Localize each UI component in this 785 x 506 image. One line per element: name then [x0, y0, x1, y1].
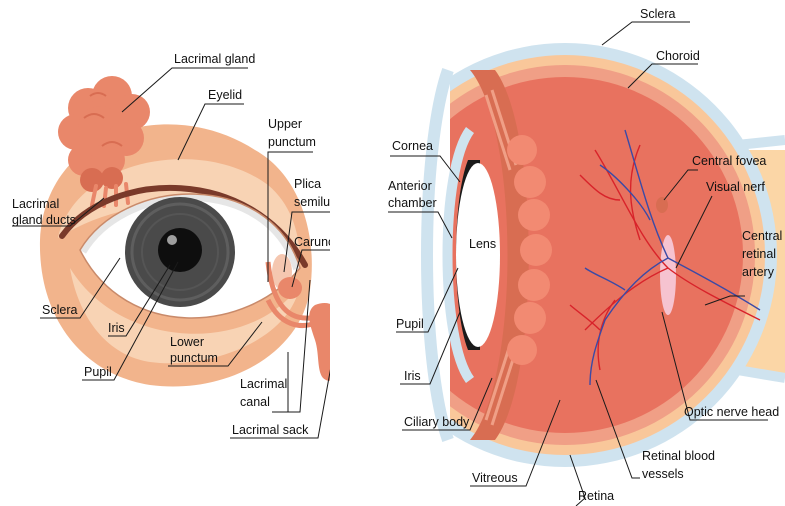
label-lacrimal-ducts-line2: gland ducts [12, 213, 76, 227]
label-optic-nerve-head: Optic nerve head [684, 405, 779, 419]
label-iris: Iris [108, 321, 125, 335]
label-lacrimal-canal-line1: Lacrimal [240, 377, 287, 391]
fovea-shape [656, 197, 668, 213]
caruncle-shape [278, 277, 302, 299]
label-plica-line1: Plica [294, 177, 321, 191]
label-central-retinal-artery-line3: artery [742, 265, 775, 279]
label-central-fovea: Central fovea [692, 154, 766, 168]
label-lacrimal-canal-line2: canal [240, 395, 270, 409]
label-upper-punctum-line2: punctum [268, 135, 316, 149]
label-lower-punctum-line2: punctum [170, 351, 218, 365]
label-pupil: Pupil [84, 365, 112, 379]
pupil-shape [158, 228, 202, 272]
label-retinal-blood-vessels-line2: vessels [642, 467, 684, 481]
label-lens: Lens [469, 237, 496, 251]
label-pupil-cross: Pupil [396, 317, 424, 331]
label-central-retinal-artery-line2: retinal [742, 247, 776, 261]
lens-shape [456, 163, 500, 347]
label-iris-cross: Iris [404, 369, 421, 383]
label-upper-punctum-line1: Upper [268, 117, 302, 131]
label-lacrimal-sack: Lacrimal sack [232, 423, 309, 437]
label-central-retinal-artery-line1: Central [742, 229, 782, 243]
label-vitreous: Vitreous [472, 471, 518, 485]
label-visual-nerf: Visual nerf [706, 180, 765, 194]
label-lacrimal-ducts-line1: Lacrimal [12, 197, 59, 211]
label-retina: Retina [578, 489, 614, 503]
label-eyelid: Eyelid [208, 88, 242, 102]
label-cornea: Cornea [392, 139, 433, 153]
label-retinal-blood-vessels-line1: Retinal blood [642, 449, 715, 463]
label-anterior-chamber-line2: chamber [388, 196, 437, 210]
label-choroid: Choroid [656, 49, 700, 63]
label-lower-punctum-line1: Lower [170, 335, 204, 349]
label-sclera: Sclera [42, 303, 77, 317]
label-anterior-chamber-line1: Anterior [388, 179, 432, 193]
label-sclera-cross: Sclera [640, 7, 675, 21]
label-ciliary-body: Ciliary body [404, 415, 470, 429]
label-lacrimal-gland: Lacrimal gland [174, 52, 255, 66]
